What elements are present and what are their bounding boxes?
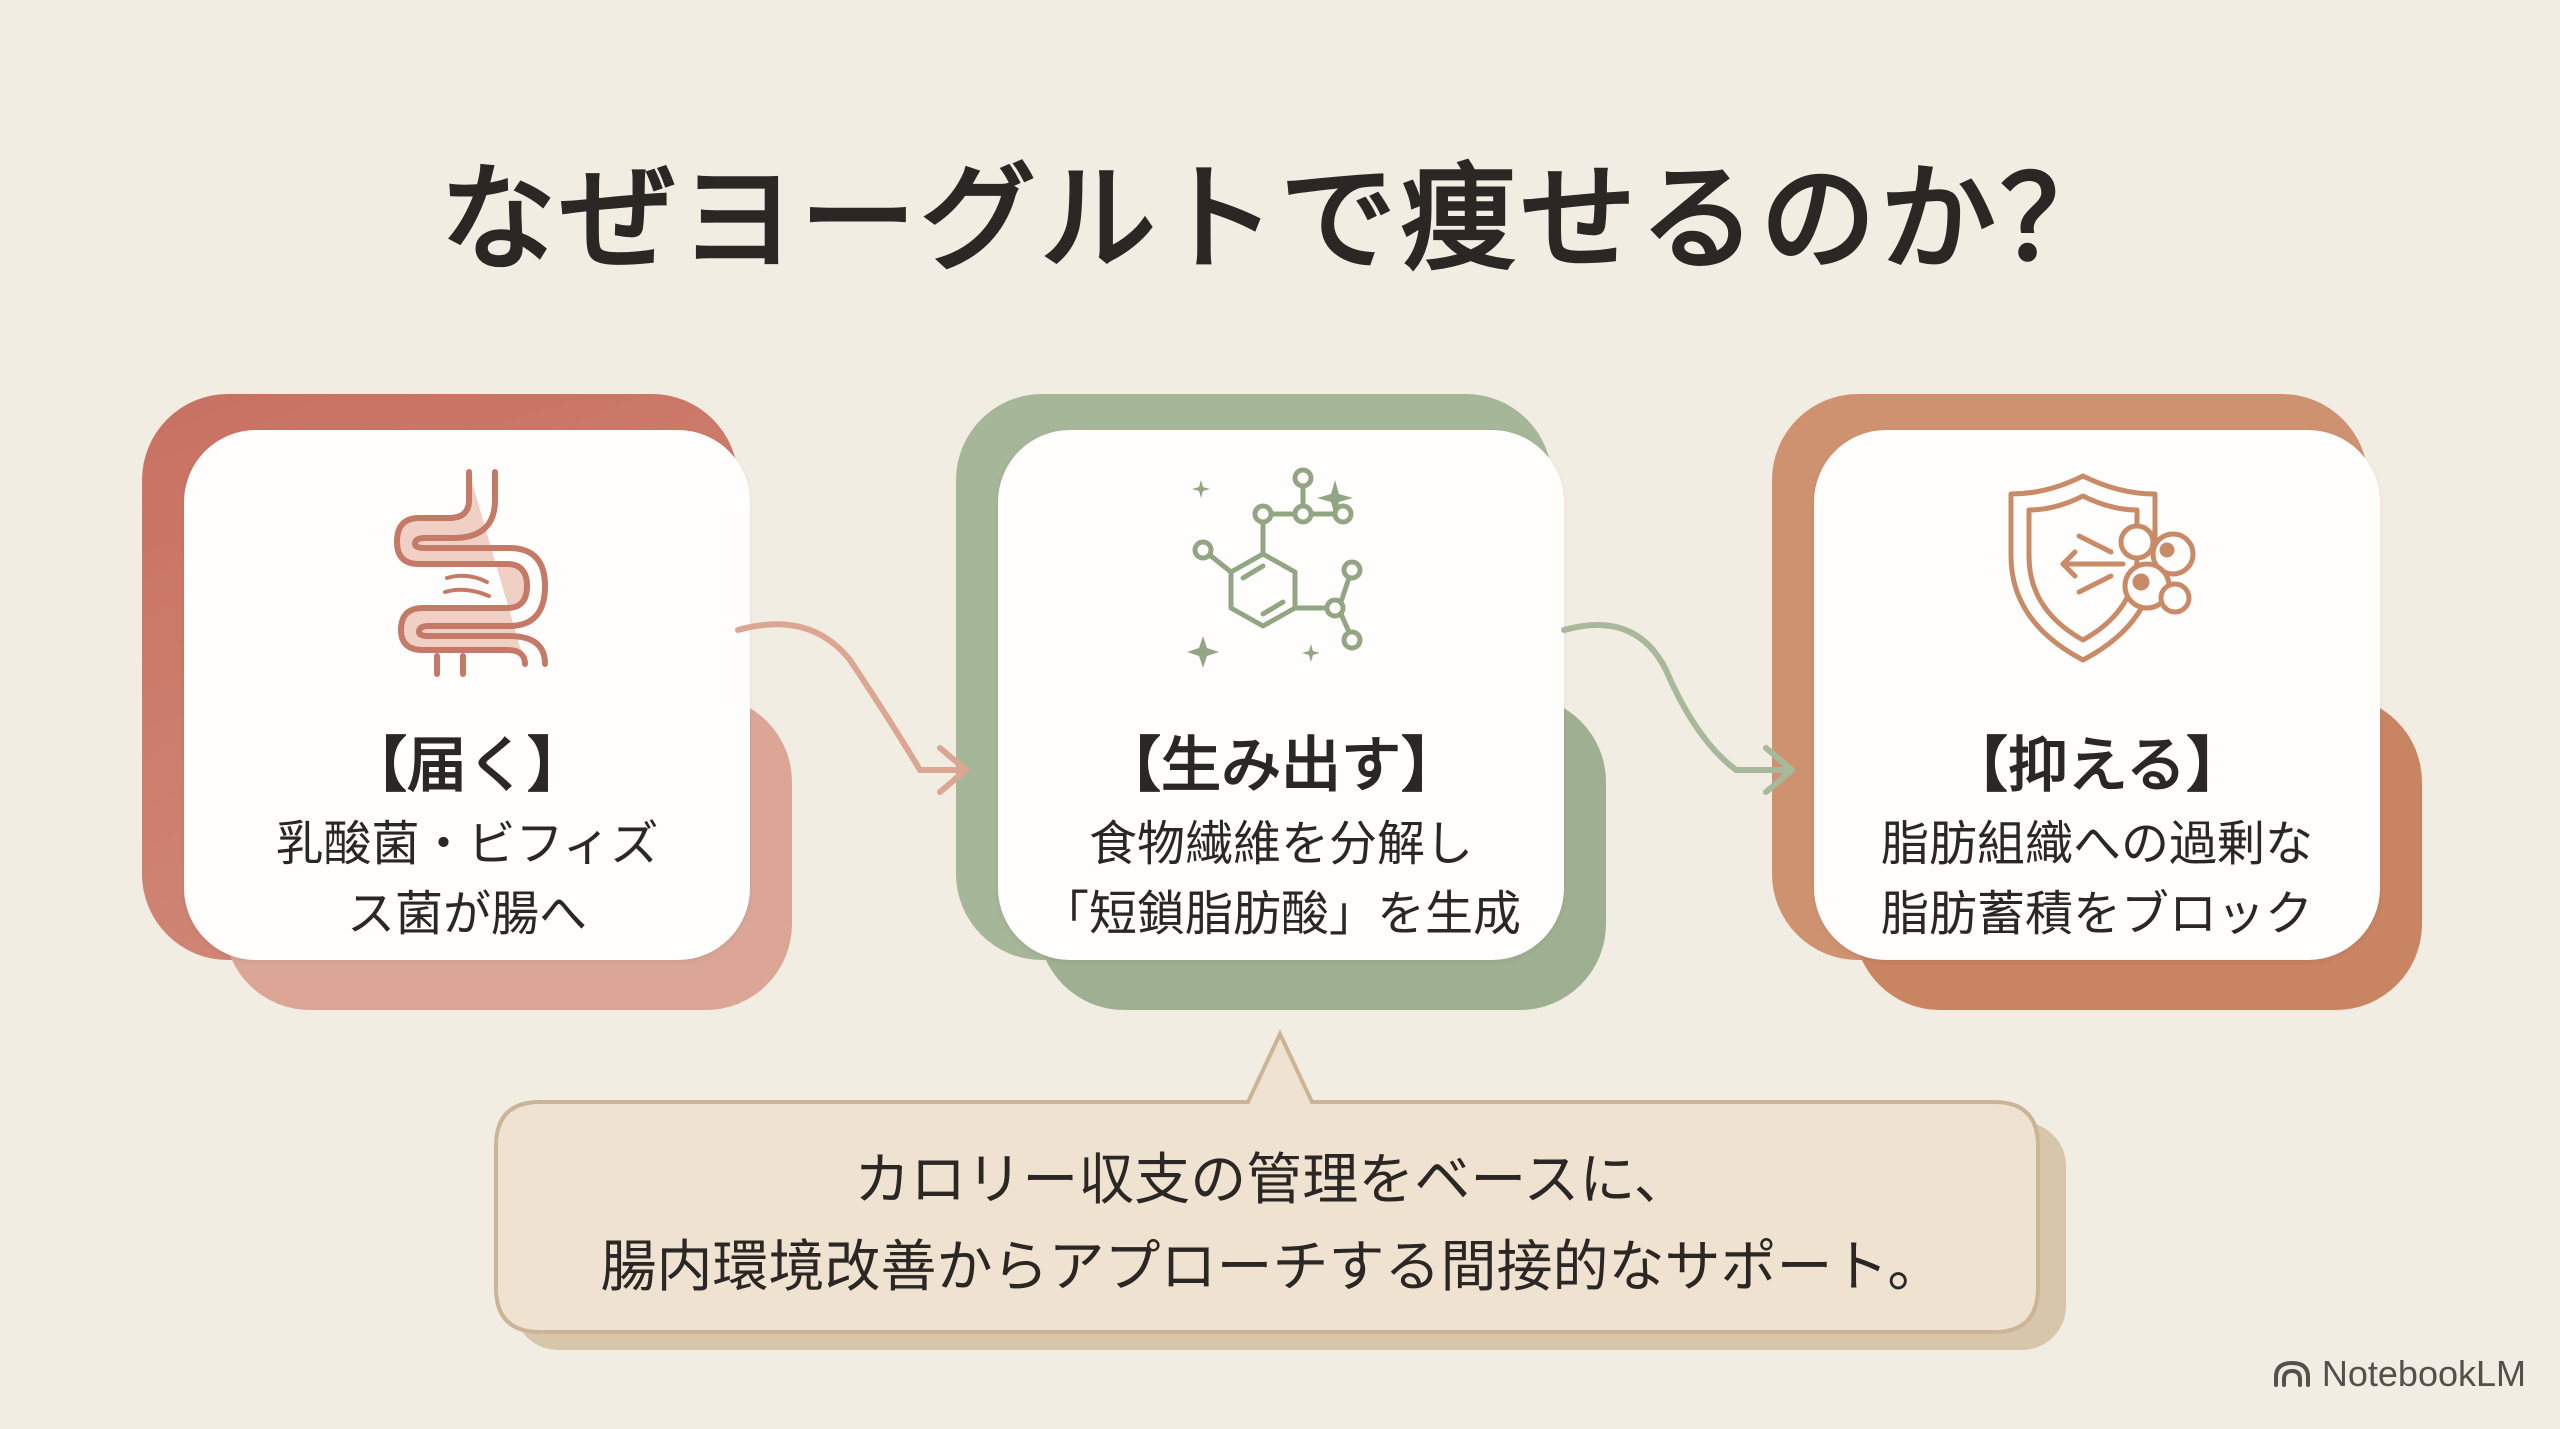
card-description-line: 脂肪組織への過剰な (1880, 816, 2313, 872)
notebooklm-logo-icon (2273, 1360, 2310, 1387)
flow-arrow-2 (1561, 622, 1795, 795)
shield-fat-cell-icon (2008, 473, 2196, 663)
callout-text: カロリー収支の管理をベースに、 腸内環境改善からアプローチする間接的なサポート。 (494, 1138, 2050, 1312)
card-heading: 【生み出す】 (1101, 731, 1461, 801)
card-description-line: 「短鎖脂肪酸」を生成 (1040, 885, 1521, 942)
callout-line: 腸内環境改善からアプローチする間接的なサポート。 (600, 1234, 1944, 1300)
card-description-line: 乳酸菌・ビフィズ (275, 816, 659, 872)
card-description: 脂肪組織への過剰な 脂肪蓄積をブロック (1814, 810, 2380, 949)
flow-arrow-1 (735, 621, 969, 795)
card-description: 食物繊維を分解し 「短鎖脂肪酸」を生成 (998, 810, 1564, 949)
card-produce: 【生み出す】 食物繊維を分解し 「短鎖脂肪酸」を生成 (956, 390, 1606, 1010)
card-heading: 【届く】 (347, 731, 587, 801)
card-panel: 【抑える】 脂肪組織への過剰な 脂肪蓄積をブロック (1814, 430, 2380, 960)
card-description: 乳酸菌・ビフィズ ス菌が腸へ (184, 810, 750, 949)
callout-bubble (494, 1029, 2066, 1350)
card-description-line: ス菌が腸へ (346, 885, 587, 942)
card-panel: 【届く】 乳酸菌・ビフィズ ス菌が腸へ (184, 430, 750, 960)
card-description-line: 脂肪蓄積をブロック (1880, 885, 2313, 942)
card-panel: 【生み出す】 食物繊維を分解し 「短鎖脂肪酸」を生成 (998, 430, 1564, 960)
brand-name: NotebookLM (2321, 1353, 2526, 1394)
card-deliver: 【届く】 乳酸菌・ビフィズ ス菌が腸へ (142, 390, 792, 1010)
card-heading: 【抑える】 (1947, 731, 2247, 801)
callout-line: カロリー収支の管理をベースに、 (854, 1148, 1690, 1213)
card-suppress: 【抑える】 脂肪組織への過剰な 脂肪蓄積をブロック (1772, 390, 2422, 1010)
brand-watermark: NotebookLM (2272, 1353, 2526, 1395)
slide-title: なぜヨーグルトで痩せるのか？ (440, 152, 2120, 287)
molecule-icon (1187, 467, 1363, 668)
callout: カロリー収支の管理をベースに、 腸内環境改善からアプローチする間接的なサポート。 (494, 1098, 2050, 1334)
intestine-icon (394, 469, 548, 677)
card-description-line: 食物繊維を分解し (1088, 816, 1473, 872)
